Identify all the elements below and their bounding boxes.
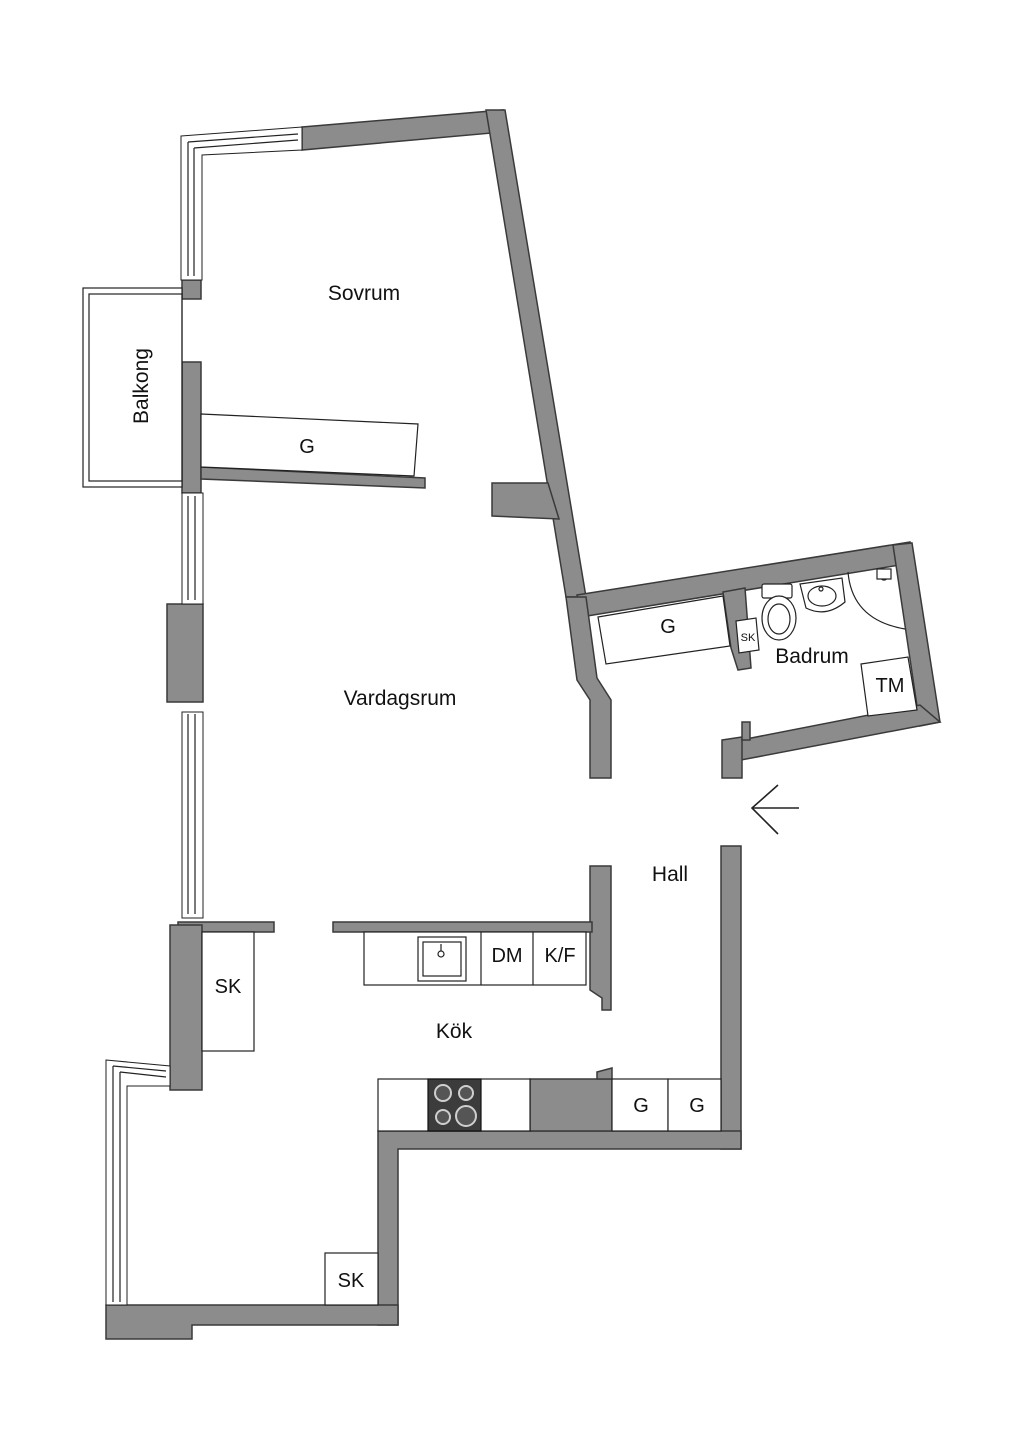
wall-west-lower — [169, 924, 203, 1091]
toilet-icon — [761, 583, 797, 641]
wall-west-pier — [166, 603, 204, 703]
balcony: Balkong — [82, 287, 183, 488]
kitchen-counter-top — [363, 931, 587, 986]
wall-kitchen-south — [377, 1130, 742, 1326]
wardrobe-hall — [597, 595, 731, 665]
kitchen-sk-cabinet — [201, 931, 255, 1052]
bedroom-label: Sovrum — [328, 282, 400, 305]
wall-wardrobe — [200, 466, 426, 489]
kitchen-g-label-1: G — [633, 1095, 649, 1117]
sink-icon — [799, 577, 846, 613]
wall-west-upper — [181, 361, 202, 494]
wall-hall-east — [720, 845, 742, 1150]
dishwasher-label: DM — [491, 945, 522, 967]
entrance-arrow-icon — [750, 784, 799, 835]
living-room-label: Vardagsrum — [344, 687, 457, 710]
wardrobe-bedroom — [200, 413, 419, 477]
wall-living-hall — [565, 596, 612, 779]
window-west-2 — [181, 711, 204, 919]
bath-sk-label: SK — [741, 632, 756, 644]
hall: G Hall — [597, 595, 799, 886]
washing-machine — [860, 656, 918, 717]
wardrobe-bedroom-label: G — [299, 436, 315, 458]
kitchen-sink-icon — [417, 936, 467, 982]
wall-east-slanted — [485, 109, 587, 598]
wall-entrance-top — [721, 736, 743, 779]
bathroom-label: Badrum — [775, 645, 849, 668]
window-bottom-left — [105, 1059, 171, 1306]
window-top-left — [180, 126, 303, 281]
kitchen-g-cabinet-2 — [667, 1078, 722, 1132]
balcony-label: Balkong — [130, 348, 153, 424]
bathroom: SK Badrum TM — [735, 568, 918, 717]
wall-bath-bottom — [740, 704, 942, 761]
hall-label: Hall — [652, 863, 688, 886]
walls — [105, 109, 942, 1340]
kitchen-label: Kök — [436, 1020, 473, 1043]
wall-bottom — [105, 1304, 399, 1340]
bottom-sk-cabinet — [324, 1252, 379, 1306]
windows — [105, 126, 303, 1306]
wall-counter-top — [332, 921, 593, 933]
wall-hall-kitchen — [589, 865, 612, 1011]
stove-icon — [427, 1078, 482, 1132]
fridge-freezer-label: K/F — [544, 945, 575, 967]
balcony-outline — [82, 287, 183, 488]
wall-kitchen-notch — [596, 1067, 613, 1080]
bottom-sk-label: SK — [338, 1270, 365, 1292]
kitchen: DM K/F SK Kök G G — [201, 931, 722, 1132]
kitchen-sk-label: SK — [215, 976, 242, 998]
wall-top — [301, 109, 504, 151]
wall-kitchen-block — [529, 1078, 613, 1132]
bath-sk-cabinet — [735, 617, 760, 654]
window-west-1 — [181, 492, 204, 605]
wardrobe-hall-label: G — [660, 616, 676, 638]
wall-stub-living — [491, 482, 561, 520]
bedroom: G Sovrum — [200, 282, 419, 477]
kitchen-g-label-2: G — [689, 1095, 705, 1117]
wall-entrance-stub — [741, 721, 751, 741]
shower-icon — [847, 568, 906, 630]
washing-machine-label: TM — [876, 675, 905, 697]
wall-west-top — [181, 279, 202, 300]
